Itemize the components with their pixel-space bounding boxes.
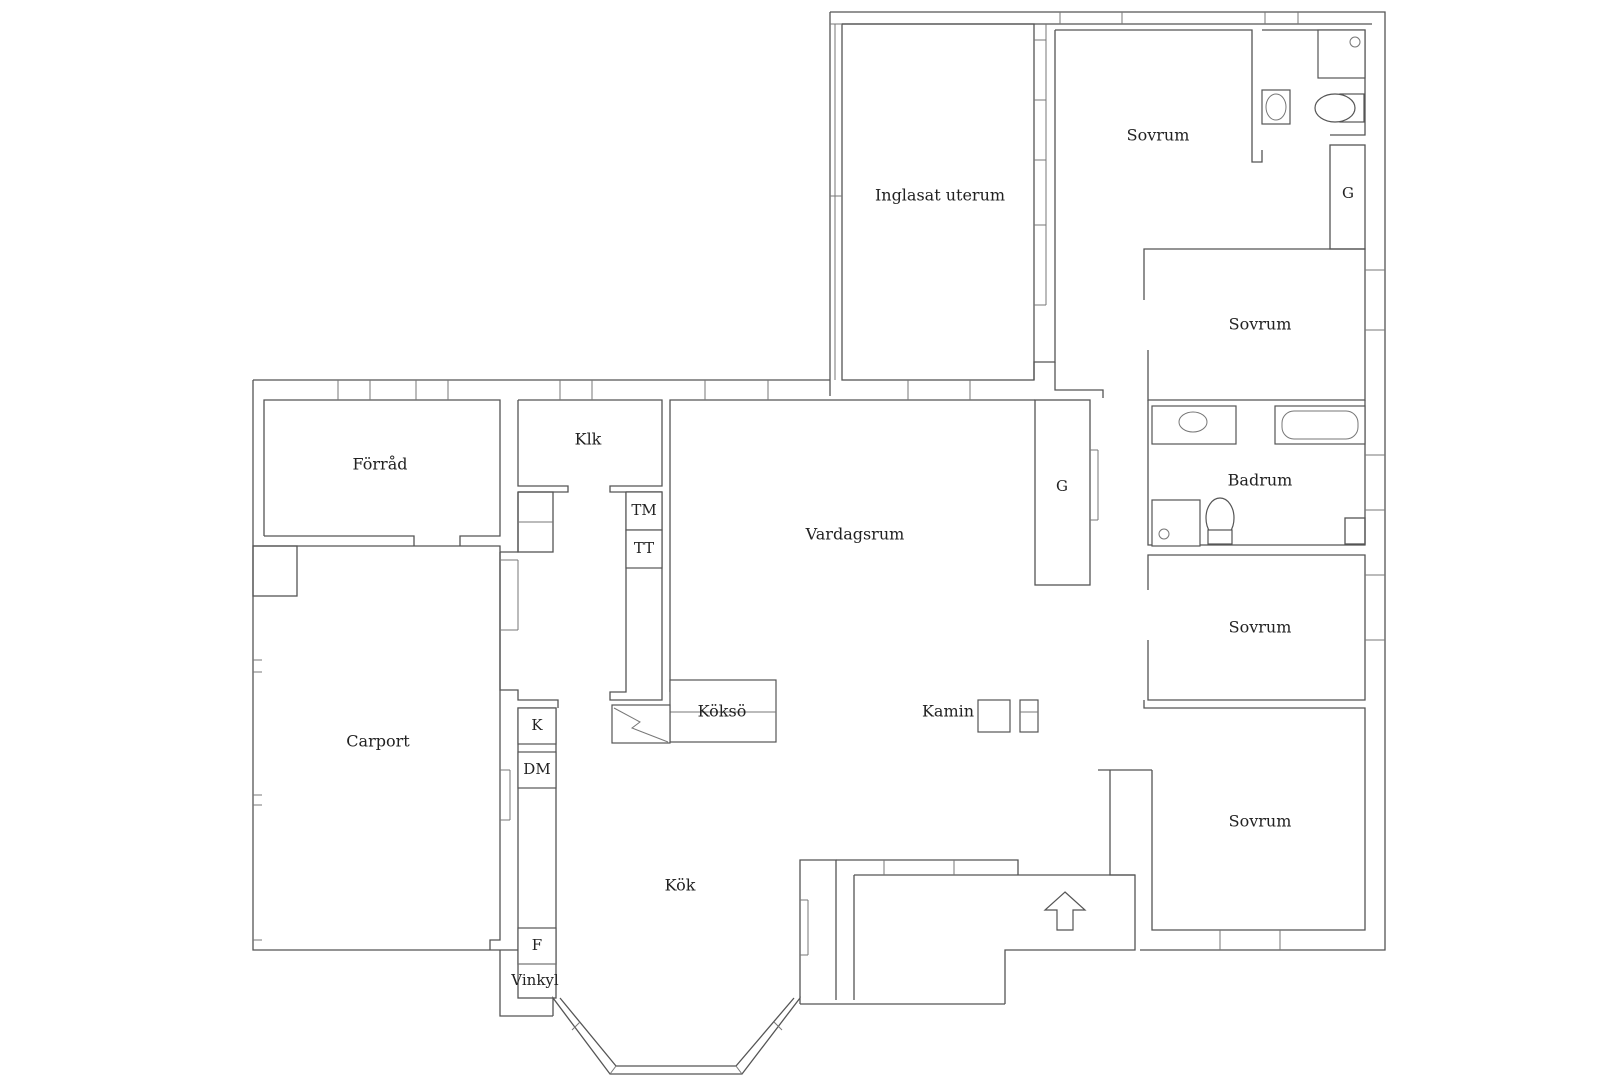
appliance-column-tm-tt: TM TT	[609, 491, 663, 701]
room-forrad: Förråd	[263, 380, 501, 546]
label-klk: Klk	[575, 430, 602, 449]
label-forrad: Förråd	[353, 455, 408, 474]
room-vardagsrum: Vardagsrum	[669, 380, 1035, 692]
room-badrum: Badrum	[1147, 400, 1385, 547]
label-vardagsrum: Vardagsrum	[805, 525, 905, 544]
label-badrum: Badrum	[1228, 471, 1293, 490]
room-sovrum-top: Sovrum	[1033, 12, 1299, 398]
kitchen-right-wall: Kök	[665, 859, 1135, 1000]
room-garderob-2: G	[1034, 399, 1099, 586]
label-sovrum-3: Sovrum	[1229, 618, 1292, 637]
room-carport: Carport	[252, 545, 501, 950]
entrance-arrow-icon	[1043, 891, 1087, 931]
label-koksö: Köksö	[698, 702, 747, 721]
label-k: K	[531, 716, 543, 734]
label-carport: Carport	[346, 732, 410, 751]
tumble-dryer-icon	[625, 491, 663, 531]
bay-window	[552, 996, 801, 1075]
label-dm: DM	[523, 760, 550, 778]
shower-icon	[1151, 499, 1201, 547]
dishwasher-icon	[517, 751, 557, 789]
fireplace-icon	[977, 699, 1011, 733]
shower-icon	[1317, 29, 1366, 79]
bathtub-icon	[1274, 405, 1366, 445]
wc-top: G	[1261, 29, 1366, 250]
label-sovrum-2: Sovrum	[1229, 315, 1292, 334]
label-sovrum-1: Sovrum	[1127, 126, 1190, 145]
freezer-icon	[517, 927, 557, 965]
label-garderob-1: G	[1342, 184, 1354, 202]
fridge-icon	[517, 707, 557, 745]
kamin: Kamin	[922, 699, 1039, 733]
label-inglasat-uterum: Inglasat uterum	[875, 186, 1005, 205]
room-inglasat-uterum: Inglasat uterum	[830, 23, 1047, 381]
label-garderob-2: G	[1056, 477, 1068, 495]
kitchen-cabinet-column: K DM F Vinkyl	[510, 707, 559, 999]
label-f: F	[532, 936, 542, 954]
sink-icon	[1261, 89, 1291, 125]
label-tm: TM	[631, 501, 656, 519]
room-sovrum-3: Sovrum	[1147, 554, 1385, 701]
stove-icon	[611, 704, 671, 744]
room-sovrum-2: Sovrum	[1143, 248, 1385, 401]
room-klk: Klk	[517, 380, 663, 493]
washing-machine-icon	[625, 529, 663, 569]
label-kamin: Kamin	[922, 702, 974, 721]
label-tt: TT	[634, 539, 654, 557]
label-vinkyl: Vinkyl	[510, 971, 559, 989]
hall-walls	[499, 491, 559, 821]
toilet-icon	[1314, 93, 1356, 123]
koksö-counter	[669, 679, 777, 743]
kitchen-island: Köksö	[611, 679, 777, 744]
label-kok: Kök	[665, 876, 696, 895]
label-sovrum-4: Sovrum	[1229, 812, 1292, 831]
room-sovrum-4: Sovrum	[1098, 700, 1366, 950]
